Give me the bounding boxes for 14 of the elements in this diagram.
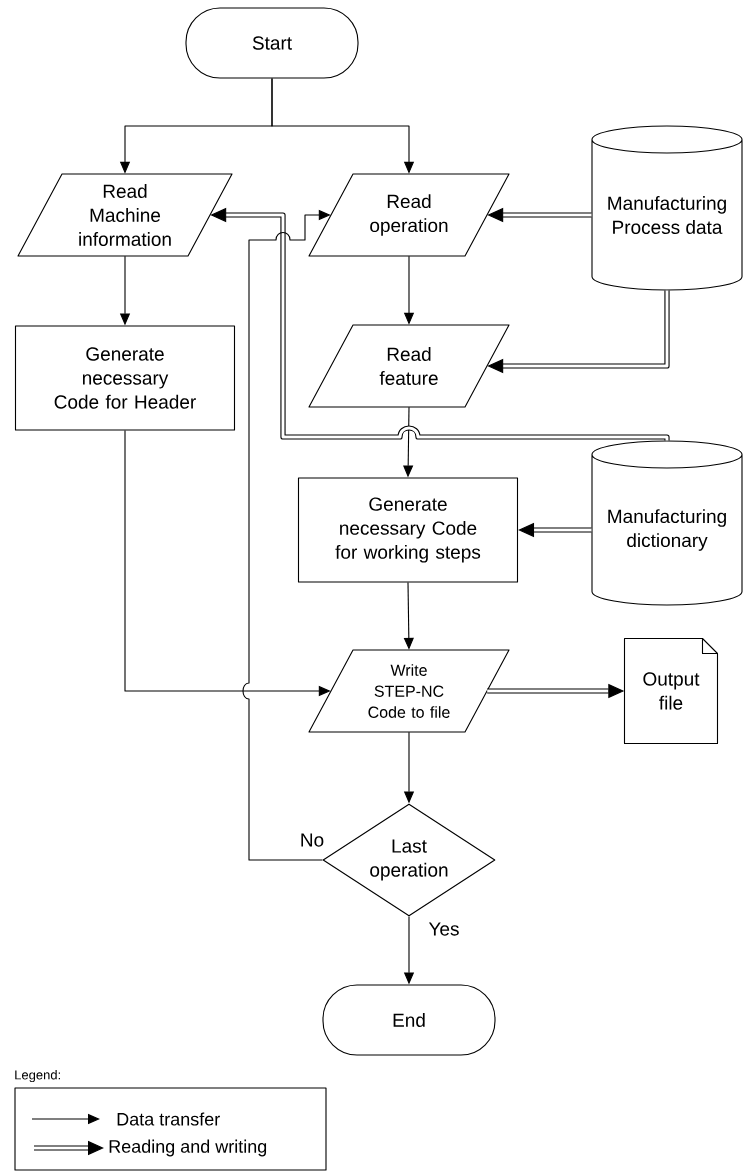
terminal-box: End [322, 984, 496, 1056]
terminal-box: Start [185, 7, 359, 79]
database-cylinder: Manufacturing dictionary [591, 440, 743, 606]
input-parallelogram: Read operation [308, 173, 510, 257]
input-parallelogram: Read feature [308, 324, 510, 408]
process-box: Generate necessary Code for working steps [297, 477, 519, 583]
input-parallelogram: Write STEP-NC Code to file [308, 649, 510, 733]
process-box: Generate necessary Code for Header [14, 325, 236, 431]
database-cylinder: Manufacturing Process data [591, 125, 743, 291]
legend-text: Reading and writing [109, 1139, 267, 1157]
legend-text: Data transfer [117, 1112, 220, 1126]
edge-label: Yes [427, 921, 461, 937]
input-parallelogram: Read Machine information [17, 173, 233, 257]
legend-title: Legend: [15, 1069, 60, 1083]
